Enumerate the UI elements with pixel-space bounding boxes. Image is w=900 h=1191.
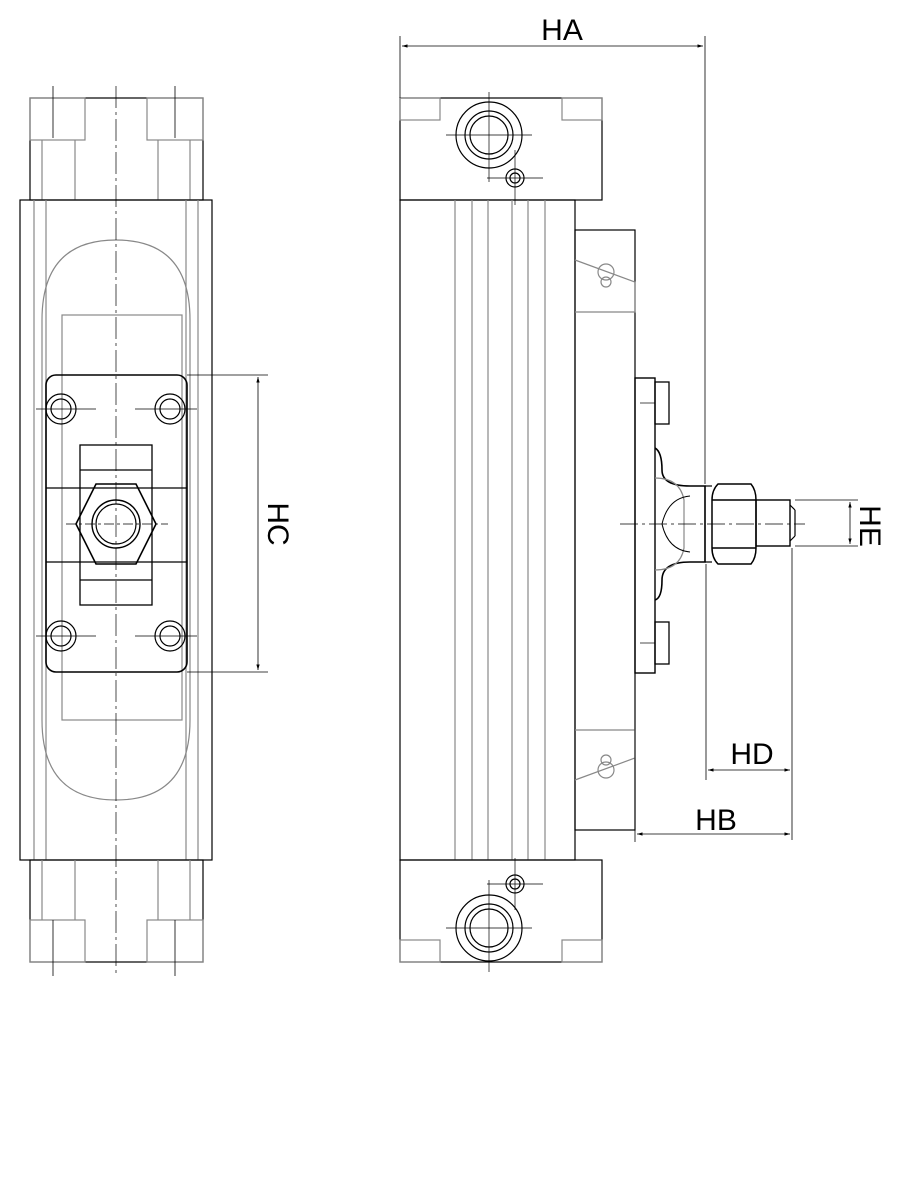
hb-dimension: [634, 673, 790, 842]
side-barrel: [399, 199, 576, 861]
side-bracket: [654, 447, 706, 601]
hc-dimension: [187, 374, 268, 673]
he-label: HE: [853, 505, 886, 547]
side-top-port-block: [399, 92, 603, 205]
side-carrier: [574, 229, 636, 831]
ha-dimension: [399, 36, 706, 484]
bolt-icon: [36, 393, 197, 652]
front-bottom-end-cap: [29, 859, 204, 976]
hc-label: HC: [261, 502, 294, 545]
hd-dimension: [705, 548, 793, 840]
side-threaded-stud: [755, 499, 791, 547]
hd-label: HD: [730, 738, 773, 771]
side-view: [399, 92, 805, 972]
side-bottom-port-block: [399, 858, 603, 972]
front-view: [19, 86, 213, 976]
front-slot-outline: [41, 239, 191, 801]
front-top-end-cap: [29, 86, 204, 201]
side-hex-nut: [711, 483, 757, 565]
hb-label: HB: [695, 804, 737, 837]
he-dimension: [795, 499, 858, 547]
front-mounting-plate: [45, 374, 188, 673]
ha-label: HA: [541, 14, 583, 47]
